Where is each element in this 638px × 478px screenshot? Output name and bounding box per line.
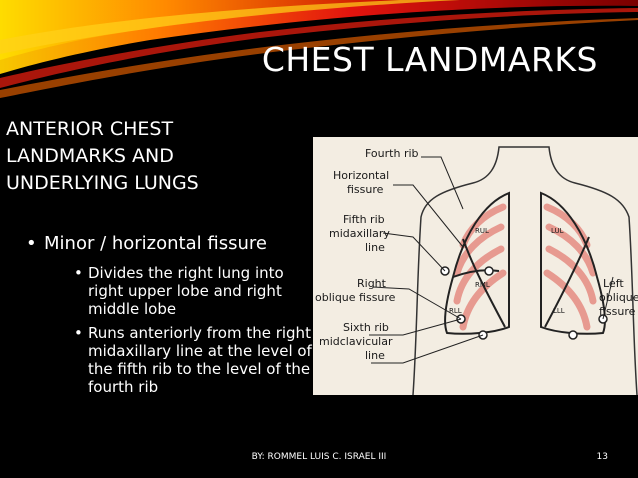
label-rml: RML bbox=[475, 281, 490, 289]
label-horizontal: Horizontal bbox=[333, 169, 389, 182]
label-left: Left bbox=[603, 277, 624, 290]
footer-author: BY: ROMMEL LUIS C. ISRAEL III bbox=[251, 452, 387, 462]
label-sixth-rib: Sixth rib bbox=[343, 321, 389, 334]
page-number: 13 bbox=[596, 452, 608, 462]
right-oblique-fissure bbox=[462, 238, 506, 328]
label-fissure: fissure bbox=[347, 183, 384, 196]
bullet-main: Minor / horizontal fissure bbox=[26, 232, 316, 256]
bullet-list: Minor / horizontal fissure Divides the r… bbox=[26, 232, 316, 402]
slide-subtitle: ANTERIOR CHEST LANDMARKS AND UNDERLYING … bbox=[6, 118, 199, 194]
torso-outline bbox=[412, 146, 638, 395]
chest-diagram: Fourth rib Horizontal fissure Fifth rib … bbox=[313, 137, 638, 395]
slide-title: CHEST LANDMARKS bbox=[261, 40, 598, 79]
leader-lines bbox=[369, 156, 614, 364]
label-right: Right bbox=[357, 277, 387, 290]
label-midclavicular: midclavicular bbox=[319, 335, 393, 348]
label-midaxillary: midaxillary bbox=[329, 227, 390, 240]
left-lung bbox=[540, 191, 606, 335]
bullet-sub-2: Runs anteriorly from the right midaxilla… bbox=[74, 324, 316, 396]
label-fifth-rib: Fifth rib bbox=[343, 213, 385, 226]
label-line-2: line bbox=[365, 349, 385, 362]
decorative-banner bbox=[0, 0, 638, 98]
ribs bbox=[453, 203, 597, 331]
label-rul: RUL bbox=[475, 227, 489, 235]
label-line: line bbox=[365, 241, 385, 254]
chest-diagram-svg: Fourth rib Horizontal fissure Fifth rib … bbox=[315, 146, 638, 395]
label-oblique-fissure: oblique fissure bbox=[315, 291, 396, 304]
label-rll: RLL bbox=[449, 307, 462, 315]
label-fissure-left: fissure bbox=[599, 305, 636, 318]
label-lll: LLL bbox=[553, 307, 565, 315]
label-fourth-rib: Fourth rib bbox=[365, 147, 419, 160]
left-oblique-fissure bbox=[544, 236, 590, 328]
label-oblique: oblique bbox=[599, 291, 638, 304]
bullet-sub-1: Divides the right lung into right upper … bbox=[74, 264, 316, 318]
label-lul: LUL bbox=[551, 227, 564, 235]
